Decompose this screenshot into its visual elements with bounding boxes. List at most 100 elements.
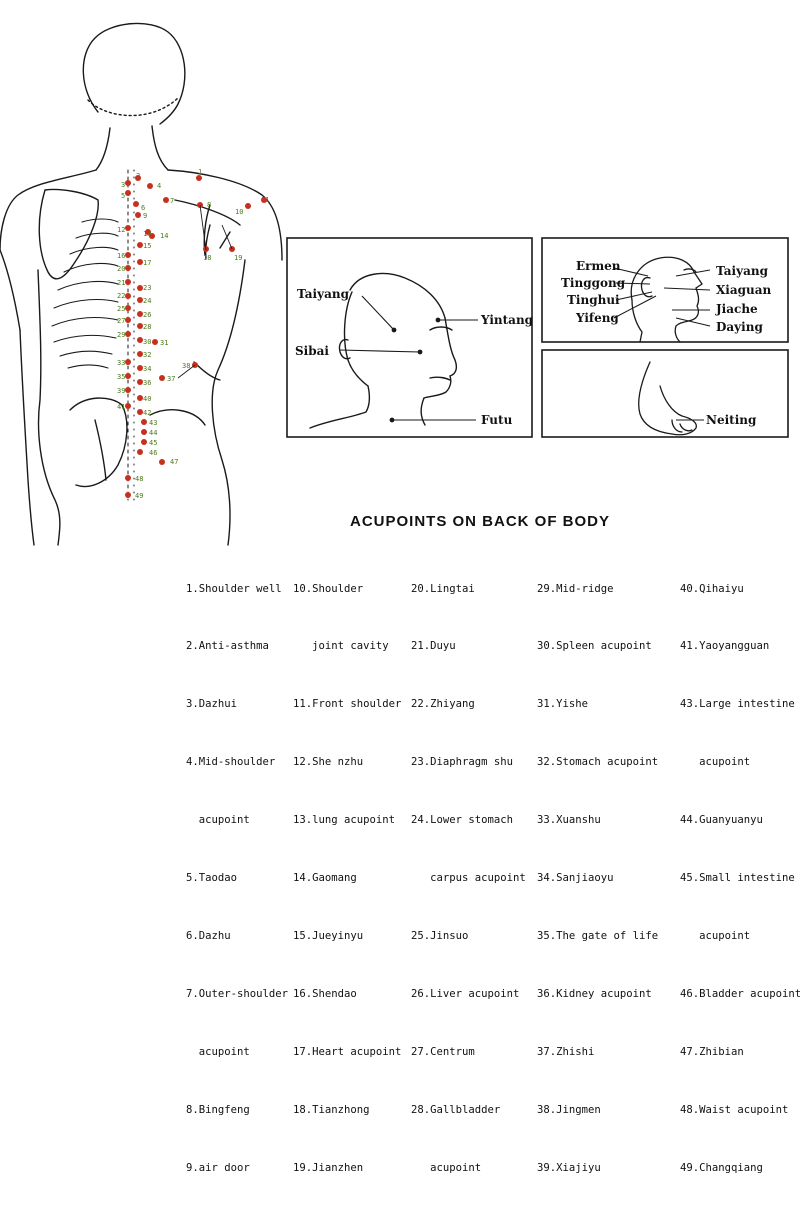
point-label: 17	[143, 259, 151, 267]
head-outline	[82, 22, 186, 125]
point-label: 7	[170, 197, 174, 205]
right-shoulder-outline	[167, 169, 283, 261]
legend-item: 2.Anti-asthma	[186, 640, 269, 653]
face-leader-lines	[339, 295, 478, 421]
left-arm-inner	[19, 329, 35, 546]
point-label: 14	[160, 232, 168, 240]
point-label: 10	[235, 208, 243, 216]
point-label: 22	[117, 292, 125, 300]
point-label: 38	[182, 362, 190, 370]
futu-label: Futu	[481, 413, 513, 427]
legend-item: 27.Centrum	[411, 1045, 475, 1058]
legend-item: 43.Large intestine	[680, 698, 795, 711]
legend-item: joint cavity	[293, 640, 389, 653]
legend-item: 34.Sanjiaoyu	[537, 872, 614, 885]
point-label: 34	[143, 365, 151, 373]
point-label: 27	[117, 317, 125, 325]
legend-item: 30.Spleen acupoint	[537, 640, 652, 653]
legend-item: 38.Jingmen	[537, 1103, 601, 1116]
back-acupoints	[125, 175, 267, 498]
legend-item: 6.Dazhu	[186, 929, 231, 942]
legend-item: acupoint	[680, 756, 751, 769]
point-label: 30	[143, 338, 151, 346]
point-label: 42	[143, 409, 151, 417]
legend-item: 31.Yishe	[537, 698, 589, 711]
legend-item: 44.Guanyuanyu	[680, 814, 763, 827]
point-label: 12	[117, 226, 125, 234]
point-label: 29	[117, 331, 125, 339]
hairline	[87, 97, 179, 117]
point-label: 1	[198, 168, 202, 176]
legend-item: 18.Tianzhong	[293, 1103, 370, 1116]
legend-item: 48.Waist acupoint	[680, 1103, 789, 1116]
legend-column-2: 10.Shoulder joint cavity 11.Front should…	[293, 541, 401, 1216]
legend-item: 36.Kidney acupoint	[537, 987, 652, 1000]
legend-item: 39.Xiajiyu	[537, 1161, 601, 1174]
legend-item: 20.Lingtai	[411, 582, 475, 595]
left-scapula	[38, 188, 99, 280]
point-label: 28	[143, 323, 151, 331]
point-label: 20	[117, 265, 125, 273]
neck-outline	[95, 127, 111, 171]
legend-item: 10.Shoulder	[293, 582, 364, 595]
legend-item: 35.The gate of life	[537, 929, 659, 942]
rib-cage	[51, 218, 119, 369]
side-head-inset: Ermen Tinggong Tinghui Yifeng Taiyang Xi…	[541, 237, 789, 343]
legend-item: 7.Outer-shoulder	[186, 987, 289, 1000]
tinggong-label: Tinggong	[561, 276, 626, 290]
pelvis	[69, 397, 206, 488]
legend-item: 15.Jueyinyu	[293, 929, 364, 942]
legend-item: 25.Jinsuo	[411, 929, 469, 942]
point-label: 40	[143, 395, 151, 403]
point-label: 5	[121, 192, 125, 200]
point-label: 6	[141, 204, 145, 212]
foot-inset-frame	[541, 349, 789, 438]
face-points	[389, 317, 441, 423]
legend-column-5: 40.Qihaiyu 41.Yaoyangguan 43.Large intes…	[680, 541, 800, 1216]
legend-item: 16.Shendao	[293, 987, 357, 1000]
foot-inset: Neiting	[541, 349, 789, 438]
legend-item: 37.Zhishi	[537, 1045, 595, 1058]
legend-item: 22.Zhiyang	[411, 698, 475, 711]
sibai-label: Sibai	[295, 344, 329, 358]
point-label: 23	[143, 284, 151, 292]
side-head-drawing	[630, 256, 703, 343]
legend-item: 28.Gallbladder	[411, 1103, 501, 1116]
legend-item: 29.Mid-ridge	[537, 582, 614, 595]
point-label: 37	[167, 375, 175, 383]
legend-item: acupoint	[186, 814, 250, 827]
point-label: 49	[135, 492, 143, 500]
torso-right-outline	[211, 259, 246, 546]
taiyang-label: Taiyang	[297, 287, 350, 301]
legend-item: 11.Front shoulder	[293, 698, 402, 711]
point-label: 46	[149, 449, 157, 457]
point-label: 43	[149, 419, 157, 427]
legend-item: acupoint	[186, 1045, 250, 1058]
torso-left-outline	[37, 269, 61, 546]
back-leader-lines	[177, 204, 233, 379]
legend-item: acupoint	[411, 1161, 482, 1174]
tinghui-label: Tinghui	[567, 293, 620, 307]
yintang-label: Yintang	[480, 313, 534, 327]
ermen-label: Ermen	[576, 259, 621, 273]
legend-item: 1.Shoulder well	[186, 582, 282, 595]
point-label: 15	[143, 242, 151, 250]
point-label: 9	[143, 212, 147, 220]
point-label: 2	[136, 172, 140, 180]
point-label: 47	[170, 458, 178, 466]
point-label: 21	[117, 279, 125, 287]
face-drawing	[309, 272, 458, 429]
point-label: 24	[143, 297, 151, 305]
point-label: 33	[117, 359, 125, 367]
legend-item: 13.lung acupoint	[293, 814, 396, 827]
point-label: 26	[143, 311, 151, 319]
left-arm-outline	[0, 249, 21, 331]
yifeng-label: Yifeng	[575, 311, 619, 325]
legend-item: 32.Stomach acupoint	[537, 756, 659, 769]
spine	[127, 169, 135, 501]
face-inset-frame	[286, 237, 533, 438]
jiache-label: Jiache	[715, 302, 758, 316]
back-number-labels: 1 2 3 4 5 6 7 8 9 10 11 12 13 14 15 16 1…	[117, 168, 269, 500]
legend-column-3: 20.Lingtai 21.Duyu 22.Zhiyang 23.Diaphra…	[411, 541, 526, 1216]
legend-item: 46.Bladder acupoint	[680, 987, 800, 1000]
